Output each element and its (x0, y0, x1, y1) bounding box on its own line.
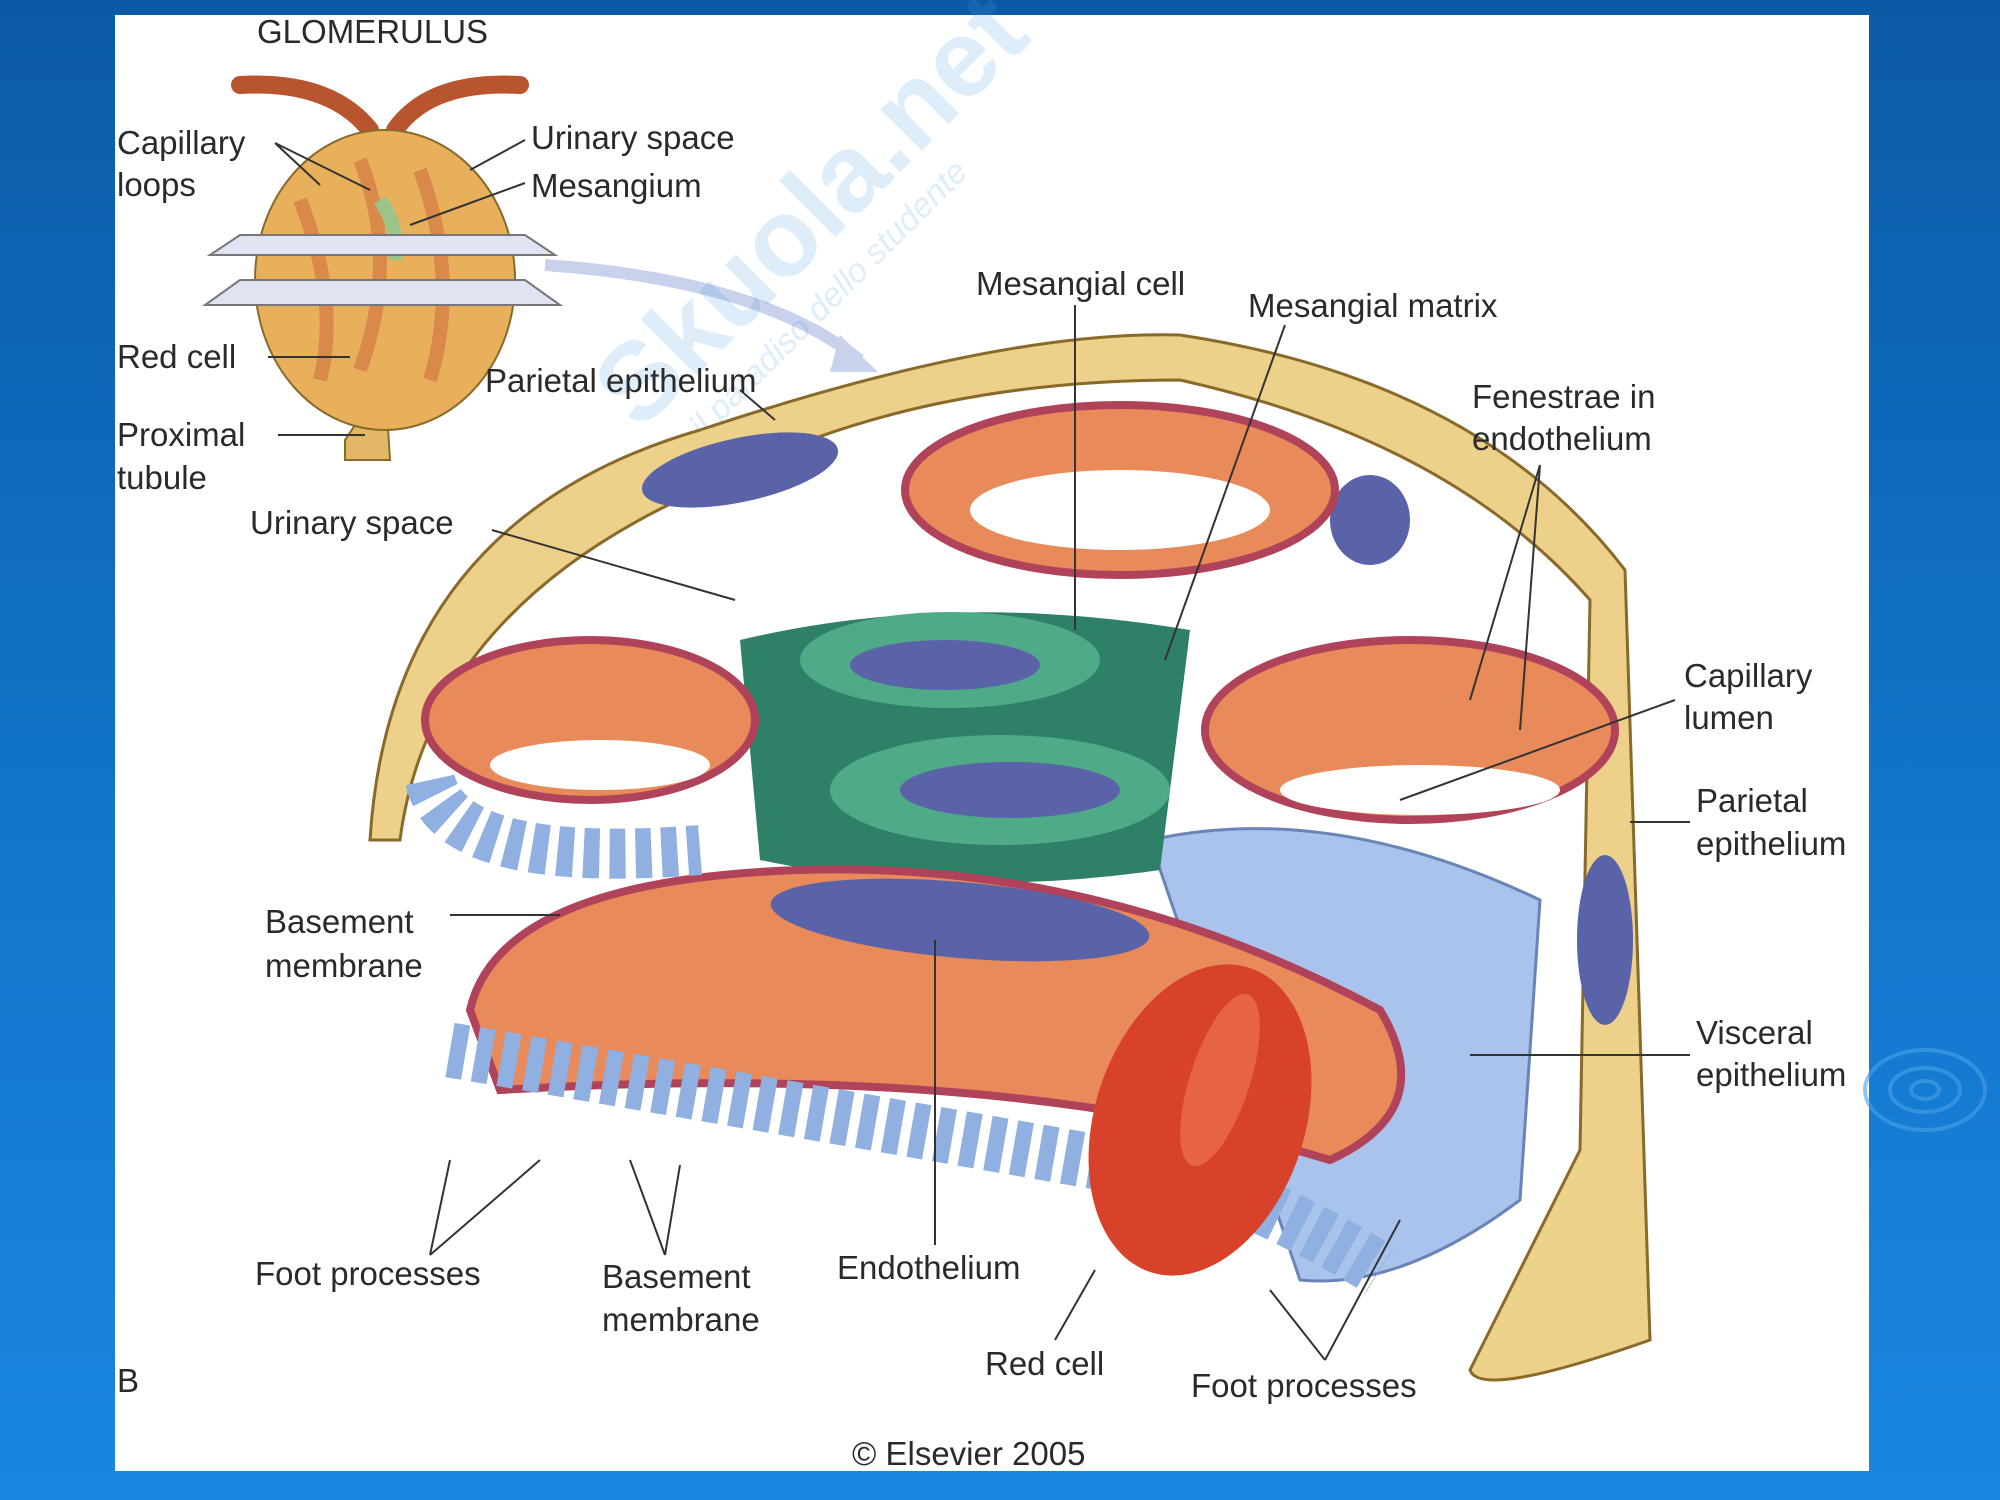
label-foot-processes-left: Foot processes (255, 1255, 481, 1292)
label-visceral-epithelium-2: epithelium (1696, 1056, 1846, 1093)
label-capillary-loops-2: loops (117, 166, 196, 203)
title-glomerulus: GLOMERULUS (257, 13, 488, 50)
label-parietal-epithelium-right-2: epithelium (1696, 825, 1846, 862)
label-urinary-space: Urinary space (250, 504, 454, 541)
label-fenestrae-1: Fenestrae in (1472, 378, 1655, 415)
label-proximal-tubule-2: tubule (117, 459, 207, 496)
label-fenestrae-2: endothelium (1472, 420, 1652, 457)
diagram-labels: GLOMERULUS Capillary loops Urinary space… (117, 13, 1846, 1472)
label-red-cell-inset: Red cell (117, 338, 236, 375)
label-proximal-tubule-1: Proximal (117, 416, 245, 453)
label-mesangium: Mesangium (531, 167, 702, 204)
label-foot-processes-right: Foot processes (1191, 1367, 1417, 1404)
main-cross-section-illustration (368, 333, 1652, 1382)
leader-lines (268, 139, 1690, 1361)
label-capillary-lumen-1: Capillary (1684, 657, 1813, 694)
label-mesangial-matrix: Mesangial matrix (1248, 287, 1498, 324)
panel-letter: B (117, 1362, 139, 1399)
label-capillary-loops-1: Capillary (117, 124, 246, 161)
label-endothelium: Endothelium (837, 1249, 1020, 1286)
label-parietal-epithelium-top: Parietal epithelium (485, 362, 756, 399)
copyright-notice: © Elsevier 2005 (852, 1435, 1085, 1472)
label-urinary-space-inset: Urinary space (531, 119, 735, 156)
label-parietal-epithelium-right-1: Parietal (1696, 782, 1808, 819)
label-capillary-lumen-2: lumen (1684, 699, 1774, 736)
label-basement-membrane-bottom-2: membrane (602, 1301, 760, 1338)
inset-glomerulus-illustration (201, 75, 878, 461)
label-visceral-epithelium-1: Visceral (1696, 1014, 1813, 1051)
label-red-cell: Red cell (985, 1345, 1104, 1382)
label-basement-membrane-bottom-1: Basement (602, 1258, 751, 1295)
label-basement-membrane-left-1: Basement (265, 903, 414, 940)
background-ripple-decoration (1863, 1048, 1987, 1132)
label-mesangial-cell: Mesangial cell (976, 265, 1185, 302)
label-basement-membrane-left-2: membrane (265, 947, 423, 984)
